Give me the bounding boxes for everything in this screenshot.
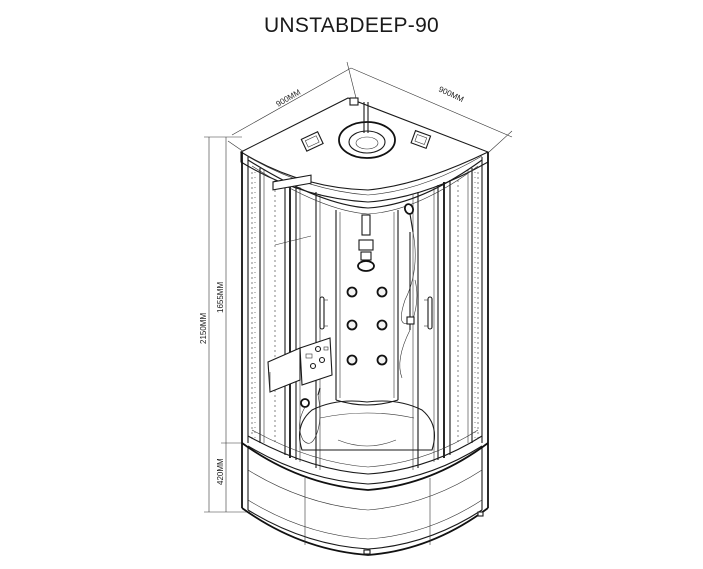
corner-seat bbox=[267, 347, 301, 393]
hand-shower-right bbox=[399, 203, 418, 379]
body-jet-icon bbox=[346, 319, 358, 331]
body-jet-icon bbox=[346, 354, 358, 366]
frosted-strip-right bbox=[457, 172, 479, 445]
cabin-frame bbox=[241, 152, 489, 475]
body-jet-icon bbox=[346, 286, 358, 298]
body-jet-icon bbox=[376, 354, 388, 366]
door-handle-right-icon bbox=[424, 296, 433, 330]
cabin-height-label: 1655MM bbox=[216, 282, 225, 313]
body-jet-icon bbox=[376, 319, 388, 331]
top-shower-column bbox=[357, 214, 375, 272]
total-height-label: 2150MM bbox=[199, 313, 208, 344]
tray-height-label: 420MM bbox=[216, 458, 225, 485]
width-left-label: 900MM bbox=[275, 87, 303, 108]
frosted-strip-left bbox=[251, 172, 276, 445]
roof-canopy bbox=[239, 97, 490, 203]
body-jets bbox=[346, 286, 388, 366]
hand-shower-left bbox=[299, 387, 321, 444]
width-right-label: 900MM bbox=[437, 85, 465, 105]
roof-vent-left-icon bbox=[300, 131, 324, 152]
door-handle-left-icon bbox=[319, 296, 328, 330]
control-panel bbox=[299, 337, 333, 386]
shower-tray bbox=[241, 400, 489, 556]
body-jet-icon bbox=[376, 286, 388, 298]
height-dimension-lines: 2150MM 1655MM 420MM bbox=[199, 136, 250, 513]
product-title: UNSTABDEEP-90 bbox=[263, 14, 440, 37]
towel-rail bbox=[272, 174, 312, 246]
roof-vent-right-icon bbox=[410, 129, 432, 150]
